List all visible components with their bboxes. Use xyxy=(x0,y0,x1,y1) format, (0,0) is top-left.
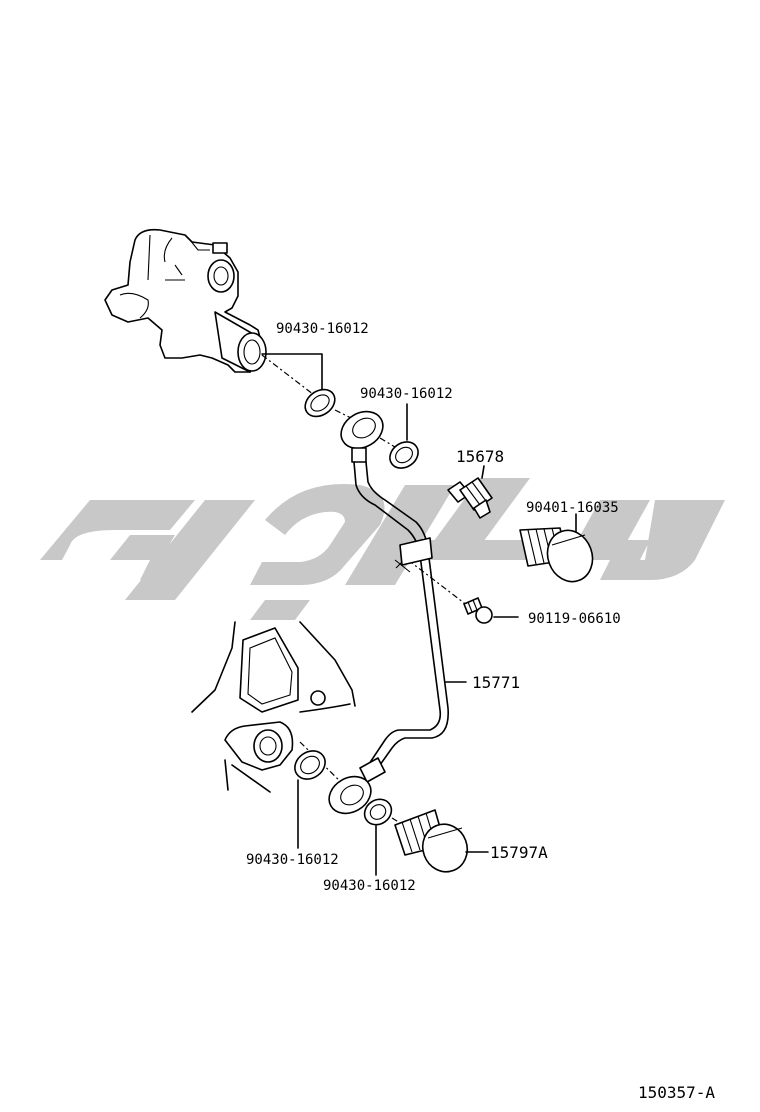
engine-bracket xyxy=(191,621,356,793)
label-sensor: 15678 xyxy=(456,447,504,466)
label-bolt-small: 90119-06610 xyxy=(528,611,621,627)
union-bolt-bottom xyxy=(394,809,489,873)
oil-pipe xyxy=(328,410,467,815)
label-gasket-bottom-mid: 90430-16012 xyxy=(323,878,416,894)
label-gasket-bottom-left: 90430-16012 xyxy=(246,852,339,868)
label-gasket-top-left: 90430-16012 xyxy=(276,321,369,337)
sensor xyxy=(447,465,493,519)
label-union-bolt-top: 90401-16035 xyxy=(526,500,619,516)
figure-code: 150357-A xyxy=(638,1083,715,1102)
gasket-top-left xyxy=(261,353,336,418)
label-union-bolt-bottom: 15797A xyxy=(490,843,548,862)
label-oil-pipe: 15771 xyxy=(472,673,520,692)
gasket-top-mid xyxy=(389,403,419,469)
union-bolt-top xyxy=(519,513,594,583)
engine-housing xyxy=(104,228,267,373)
gasket-bottom-left xyxy=(294,750,326,849)
bolt-small xyxy=(463,597,519,624)
gasket-bottom-mid xyxy=(363,798,393,876)
label-gasket-top-mid: 90430-16012 xyxy=(360,386,453,402)
